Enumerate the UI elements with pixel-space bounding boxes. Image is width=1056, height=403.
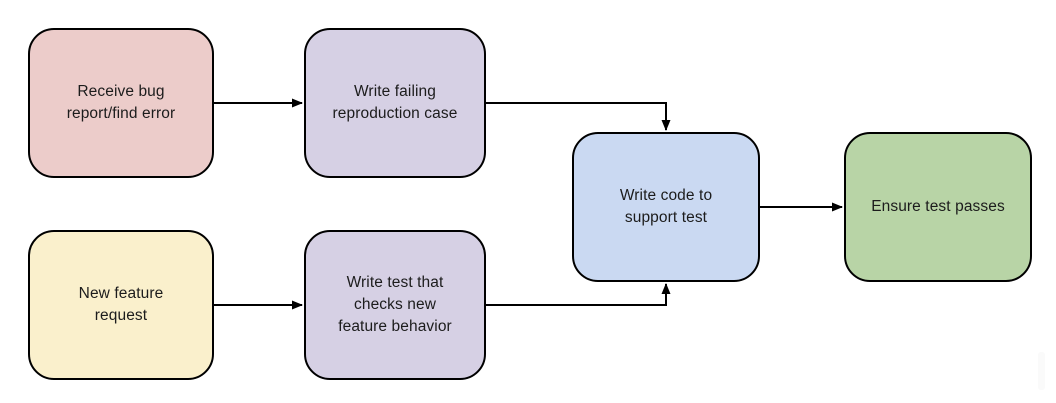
node-ensure-test-passes-label: Ensure test passes	[871, 198, 1005, 215]
node-write-test-checks-feature: Write test that checks new feature behav…	[304, 230, 486, 380]
node-ensure-test-passes: Ensure test passes	[844, 132, 1032, 282]
node-write-test-checks-feature-label: Write test that checks new feature behav…	[338, 274, 452, 335]
node-write-failing-reproduction: Write failing reproduction case	[304, 28, 486, 178]
node-new-feature-request: New feature request	[28, 230, 214, 380]
edge-failing-repro-to-write-code	[486, 102, 671, 131]
node-write-code-support-test-label: Write code to support test	[619, 187, 713, 226]
node-receive-bug-report: Receive bug report/find error	[28, 28, 214, 178]
node-write-code-support-test: Write code to support test	[572, 132, 760, 282]
edge-write-test-to-write-code	[486, 283, 671, 306]
node-write-failing-reproduction-label: Write failing reproduction case	[332, 83, 458, 122]
scrollbar-fragment	[1038, 352, 1045, 390]
node-new-feature-request-label: New feature request	[78, 285, 164, 324]
node-receive-bug-report-label: Receive bug report/find error	[66, 83, 176, 122]
